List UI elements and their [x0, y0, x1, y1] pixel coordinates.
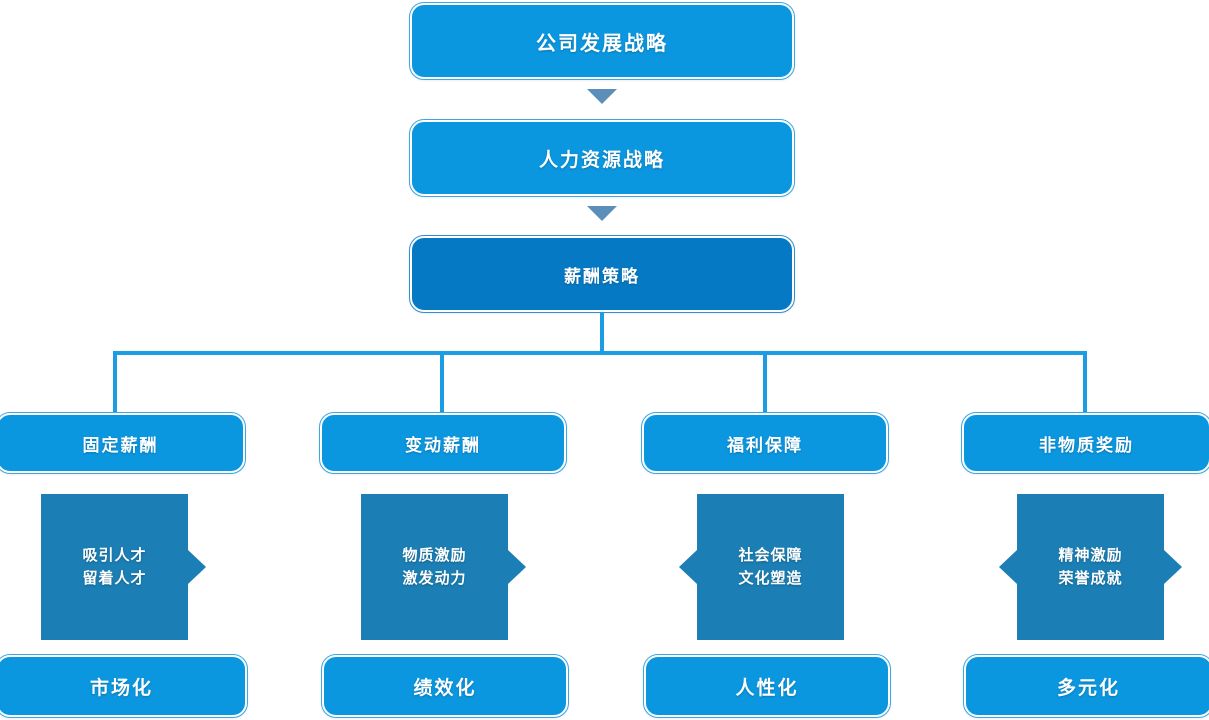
node-category-2[interactable]: 变动薪酬 — [319, 412, 567, 474]
node-label: 绩效化 — [413, 676, 477, 699]
node-label: 福利保障 — [727, 435, 803, 456]
node-category-3[interactable]: 福利保障 — [641, 412, 889, 474]
node-category-1[interactable]: 固定薪酬 — [0, 412, 246, 474]
node-label: 非物质奖励 — [1039, 435, 1134, 456]
node-label: 薪酬策略 — [564, 266, 640, 287]
node-label: 市场化 — [89, 676, 153, 699]
banner-tab-right-icon-4 — [1164, 550, 1182, 584]
connector-drop-3 — [763, 351, 767, 413]
connector-drop-2 — [440, 351, 444, 413]
node-label: 人力资源战略 — [538, 148, 665, 171]
node-label: 人性化 — [735, 676, 799, 699]
banner-purpose-3-text: 社会保障 文化塑造 — [738, 545, 803, 587]
node-compensation-strategy[interactable]: 薪酬策略 — [409, 235, 795, 313]
banner-purpose-1: 吸引人才 留着人才 — [41, 494, 188, 640]
banner-purpose-3: 社会保障 文化塑造 — [697, 494, 844, 640]
banner-tab-right-icon-1 — [188, 550, 206, 584]
banner-purpose-4-text: 精神激励 荣誉成就 — [1058, 545, 1123, 587]
arrow-down-icon-strategy-to-hr — [587, 89, 617, 104]
connector-drop-4 — [1083, 351, 1087, 413]
node-label: 固定薪酬 — [82, 435, 159, 456]
node-label: 变动薪酬 — [405, 435, 481, 456]
node-principle-3[interactable]: 人性化 — [643, 654, 891, 718]
node-principle-4[interactable]: 多元化 — [963, 654, 1209, 718]
node-category-4[interactable]: 非物质奖励 — [961, 412, 1209, 474]
connector-bus-horizontal — [115, 351, 1085, 355]
banner-purpose-2: 物质激励 激发动力 — [361, 494, 508, 640]
node-label: 多元化 — [1056, 676, 1120, 699]
banner-tab-left-icon-3 — [679, 550, 697, 584]
banner-tab-right-icon-2 — [508, 550, 526, 584]
banner-purpose-4: 精神激励 荣誉成就 — [1017, 494, 1164, 640]
banner-purpose-1-text: 吸引人才 留着人才 — [82, 545, 147, 587]
connector-drop-1 — [113, 351, 117, 413]
banner-tab-left-icon-4 — [999, 550, 1017, 584]
node-label: 公司发展战略 — [536, 30, 668, 55]
node-company-development-strategy[interactable]: 公司发展战略 — [409, 2, 795, 80]
connector-stem-vertical — [600, 312, 604, 355]
node-principle-2[interactable]: 绩效化 — [321, 654, 569, 718]
banner-purpose-2-text: 物质激励 激发动力 — [402, 545, 467, 587]
node-human-resource-strategy[interactable]: 人力资源战略 — [409, 119, 795, 197]
node-principle-1[interactable]: 市场化 — [0, 654, 248, 718]
arrow-down-icon-hr-to-compensation — [587, 206, 617, 221]
